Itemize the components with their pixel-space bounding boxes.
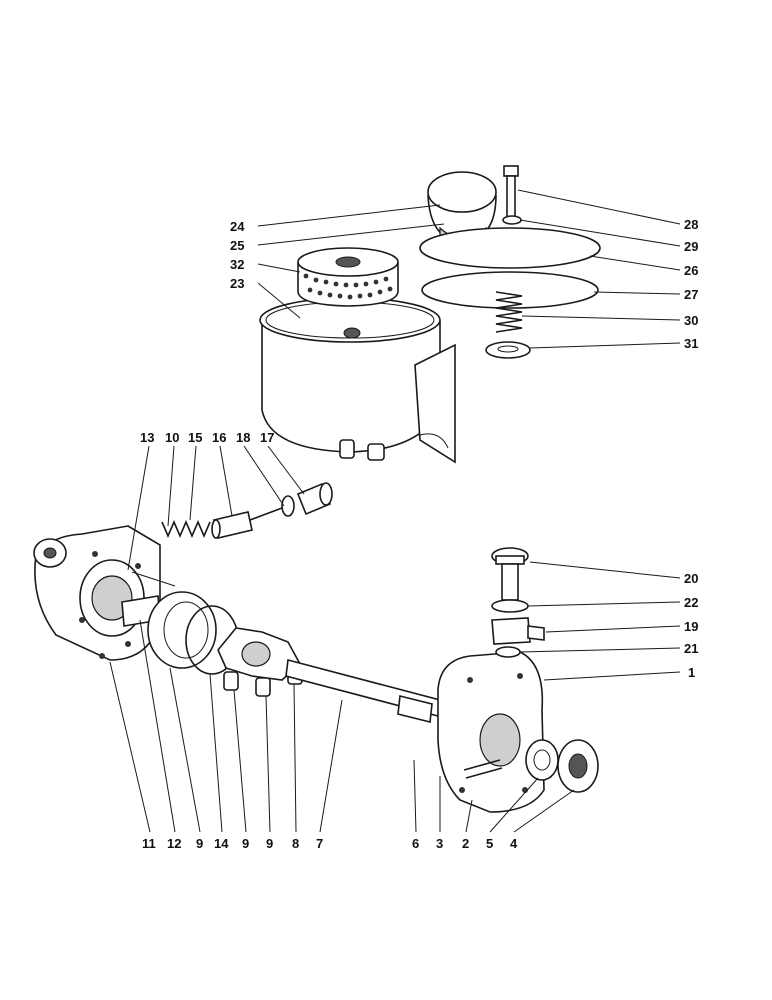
shaft-seal bbox=[525, 739, 559, 781]
label-1: 1 bbox=[688, 665, 695, 680]
label-21: 21 bbox=[684, 641, 698, 656]
label-15: 15 bbox=[188, 430, 202, 445]
label-20: 20 bbox=[684, 571, 698, 586]
front-housing bbox=[437, 651, 545, 813]
valve-rod bbox=[249, 507, 283, 521]
label-24: 24 bbox=[230, 219, 245, 234]
label-2: 2 bbox=[462, 836, 469, 851]
reservoir-body bbox=[259, 297, 456, 464]
relief-spring bbox=[495, 291, 523, 333]
reservoir-lid bbox=[419, 227, 601, 269]
rotor-ring bbox=[147, 591, 217, 669]
label-25: 25 bbox=[230, 238, 244, 253]
main-shaft bbox=[285, 658, 441, 723]
label-13: 13 bbox=[140, 430, 154, 445]
label-8: 8 bbox=[292, 836, 299, 851]
label-9-b: 9 bbox=[242, 836, 249, 851]
filter-element bbox=[297, 247, 399, 307]
reservoir-assembly bbox=[259, 165, 601, 464]
label-4: 4 bbox=[510, 836, 518, 851]
label-22: 22 bbox=[684, 595, 698, 610]
spring-washer bbox=[485, 341, 531, 359]
lid-gasket bbox=[421, 271, 599, 309]
label-7: 7 bbox=[316, 836, 323, 851]
label-23: 23 bbox=[230, 276, 244, 291]
label-5: 5 bbox=[486, 836, 493, 851]
label-17: 17 bbox=[260, 430, 274, 445]
label-29: 29 bbox=[684, 239, 698, 254]
label-11: 11 bbox=[142, 836, 156, 851]
label-30: 30 bbox=[684, 313, 698, 328]
label-18: 18 bbox=[236, 430, 250, 445]
label-19: 19 bbox=[684, 619, 698, 634]
label-26: 26 bbox=[684, 263, 698, 278]
label-16: 16 bbox=[212, 430, 226, 445]
leader-lines bbox=[109, 189, 681, 833]
label-28: 28 bbox=[684, 217, 698, 232]
label-9-c: 9 bbox=[266, 836, 273, 851]
label-32: 32 bbox=[230, 257, 244, 272]
cap-bolt bbox=[502, 165, 522, 225]
bearing bbox=[557, 739, 599, 793]
label-27: 27 bbox=[684, 287, 698, 302]
label-6: 6 bbox=[412, 836, 419, 851]
valve-o-ring bbox=[281, 495, 295, 517]
pump-body bbox=[33, 525, 176, 661]
banjo-assembly bbox=[491, 547, 545, 658]
label-10: 10 bbox=[165, 430, 179, 445]
label-12: 12 bbox=[167, 836, 181, 851]
part-labels: 24 25 32 23 28 29 26 27 30 31 13 10 15 1… bbox=[140, 217, 698, 851]
relief-valve-parts bbox=[161, 482, 333, 539]
valve-plug bbox=[296, 482, 333, 516]
valve-plunger bbox=[211, 511, 253, 539]
label-3: 3 bbox=[436, 836, 443, 851]
label-9-a: 9 bbox=[196, 836, 203, 851]
label-14: 14 bbox=[214, 836, 229, 851]
valve-spring bbox=[161, 519, 211, 539]
label-31: 31 bbox=[684, 336, 698, 351]
rotor bbox=[217, 627, 303, 697]
